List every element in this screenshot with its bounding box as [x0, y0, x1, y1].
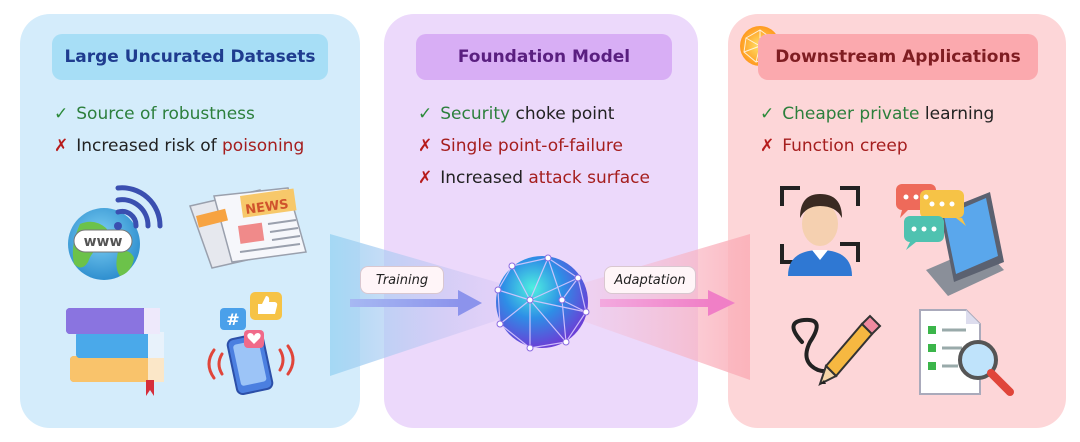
cross-icon: ✗ [760, 136, 775, 156]
model-pro-item: ✓ Security choke point [418, 104, 614, 124]
check-icon: ✓ [418, 104, 433, 124]
hashtag-label: # [226, 310, 239, 329]
cross-icon: ✗ [418, 168, 433, 188]
pro-highlight: Cheaper private [782, 104, 920, 124]
datasets-pro-item: ✓ Source of robustness [54, 104, 255, 124]
model-con-item-1: ✗ Single point-of-failure [418, 136, 623, 156]
applications-panel [728, 14, 1066, 428]
con-highlight: Single point-of-failure [440, 136, 624, 156]
pro-text: Source of robustness [76, 104, 255, 124]
con-highlight: Function creep [782, 136, 908, 156]
con-prefix: Increased risk of [76, 136, 222, 156]
cross-icon: ✗ [418, 136, 433, 156]
check-icon: ✓ [760, 104, 775, 124]
news-label: NEWS [244, 197, 289, 218]
applications-pro-item: ✓ Cheaper private learning [760, 104, 994, 124]
social-media-phone-icon: # [207, 292, 295, 396]
con-highlight: attack surface [528, 168, 650, 188]
cross-icon: ✗ [54, 136, 69, 156]
applications-con-item: ✗ Function creep [760, 136, 908, 156]
training-label: Training [360, 266, 444, 294]
con-prefix: Increased [440, 168, 529, 188]
datasets-con-item: ✗ Increased risk of poisoning [54, 136, 304, 156]
pro-highlight: Security [440, 104, 511, 124]
www-label: www [84, 234, 123, 250]
model-con-item-2: ✗ Increased attack surface [418, 168, 650, 188]
globe-www-icon: www [68, 185, 163, 280]
newspaper-icon: NEWS [189, 187, 307, 269]
foundation-model-panel [384, 14, 698, 428]
datasets-title: Large Uncurated Datasets [52, 34, 328, 80]
books-icon [66, 308, 164, 396]
adaptation-label: Adaptation [604, 266, 696, 294]
con-highlight: poisoning [222, 136, 305, 156]
document-search-icon [919, 309, 1014, 396]
pro-suffix: learning [919, 104, 995, 124]
face-recognition-icon [780, 186, 860, 276]
pro-suffix: choke point [510, 104, 615, 124]
chat-laptop-icon [896, 184, 1004, 296]
check-icon: ✓ [54, 104, 69, 124]
foundation-model-title: Foundation Model [416, 34, 672, 80]
pencil-writing-icon [791, 314, 882, 386]
training-arrow [350, 290, 482, 316]
applications-title: Downstream Applications [758, 34, 1038, 80]
adaptation-arrow [600, 290, 735, 316]
neural-sphere-icon [494, 254, 590, 352]
